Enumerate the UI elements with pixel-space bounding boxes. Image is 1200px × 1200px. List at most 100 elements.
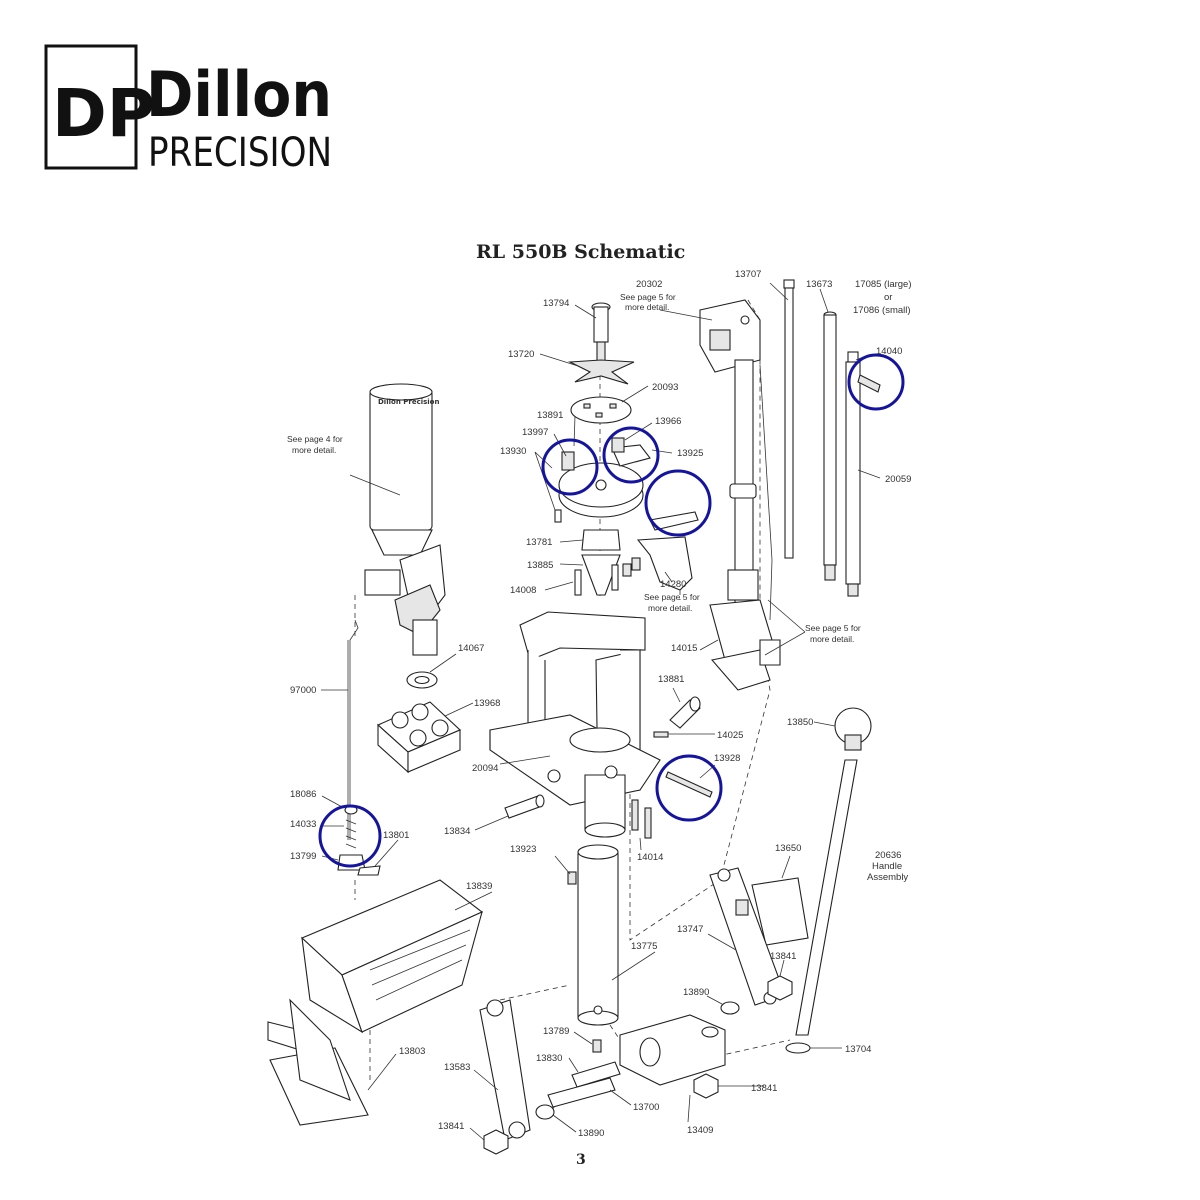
dillon-precision-logo: DP Dillon PRECISION xyxy=(44,44,332,172)
label-14025: 14025 xyxy=(717,730,743,741)
pin-14040 xyxy=(857,374,881,393)
logo-subname: PRECISION xyxy=(148,130,332,172)
part-14025 xyxy=(653,731,669,738)
hopper-brand-text: Dillon Precision xyxy=(378,398,439,406)
label-18086: 18086 xyxy=(290,789,316,800)
nut-13841-a xyxy=(767,975,793,1001)
tube-13673 xyxy=(823,311,837,581)
label-13841-c: 13841 xyxy=(438,1121,464,1132)
shaft-13830 xyxy=(571,1061,621,1088)
powder-measure-assembly: Dillon Precision xyxy=(347,383,446,840)
primer-cup-13650 xyxy=(751,877,809,946)
label-13881: 13881 xyxy=(658,674,684,685)
label-13930: 13930 xyxy=(500,446,526,457)
label-14033: 14033 xyxy=(290,819,316,830)
nut-13841-c xyxy=(483,1129,509,1155)
label-13966: 13966 xyxy=(655,416,681,427)
label-13720: 13720 xyxy=(508,349,534,360)
pin-13834 xyxy=(504,794,545,819)
part-labels: 13794 13720 20302 See page 5 for more de… xyxy=(287,269,912,1139)
primer-system-right xyxy=(699,299,781,691)
label-13839: 13839 xyxy=(466,881,492,892)
note-14280-line2: more detail. xyxy=(648,603,692,613)
label-13841-b: 13841 xyxy=(751,1083,777,1094)
highlight-13928 xyxy=(655,754,723,822)
part-13928 xyxy=(665,771,713,798)
label-20093: 20093 xyxy=(652,382,678,393)
label-14015: 14015 xyxy=(671,643,697,654)
label-13997: 13997 xyxy=(522,427,548,438)
note-20302-line2: more detail. xyxy=(625,302,669,312)
label-13890-b: 13890 xyxy=(578,1128,604,1139)
linkage-block-13409 xyxy=(619,1014,726,1086)
label-20302: 20302 xyxy=(636,279,662,290)
label-14008: 14008 xyxy=(510,585,536,596)
label-13841-a: 13841 xyxy=(770,951,796,962)
highlight-circles xyxy=(318,353,905,868)
press-frame xyxy=(489,611,661,838)
label-13704: 13704 xyxy=(845,1044,871,1055)
label-13923: 13923 xyxy=(510,844,536,855)
label-20059: 20059 xyxy=(885,474,911,485)
page-number: 3 xyxy=(576,1152,586,1168)
label-13885: 13885 xyxy=(527,560,553,571)
note-hopper-line1: See page 4 for xyxy=(287,434,343,444)
toolhead xyxy=(377,701,461,774)
highlight-13997 xyxy=(541,438,599,496)
label-13891: 13891 xyxy=(537,410,563,421)
label-13583: 13583 xyxy=(444,1062,470,1073)
label-14040: 14040 xyxy=(876,346,902,357)
label-14067: 14067 xyxy=(458,643,484,654)
washer-13890-b xyxy=(535,1104,555,1120)
rod-13707 xyxy=(783,279,795,559)
label-13747: 13747 xyxy=(677,924,703,935)
label-14014: 14014 xyxy=(637,852,663,863)
label-17085: 17085 (large) xyxy=(855,279,912,290)
label-13834: 13834 xyxy=(444,826,470,837)
label-13781: 13781 xyxy=(526,537,552,548)
label-13775: 13775 xyxy=(631,941,657,952)
label-13803: 13803 xyxy=(399,1046,425,1057)
logo-mark: DP xyxy=(52,75,155,152)
logo-name: Dillon xyxy=(146,58,332,131)
link-arm-13583 xyxy=(479,999,531,1141)
label-13890-a: 13890 xyxy=(683,987,709,998)
label-assembly: Assembly xyxy=(867,872,908,883)
label-13801: 13801 xyxy=(383,830,409,841)
label-13925: 13925 xyxy=(677,448,703,459)
highlight-14280-spring xyxy=(644,469,712,537)
nut-13841-b xyxy=(693,1073,719,1099)
note-hopper-line2: more detail. xyxy=(292,445,336,455)
label-13968: 13968 xyxy=(474,698,500,709)
label-13794: 13794 xyxy=(543,298,569,309)
note-right-line1: See page 5 for xyxy=(805,623,861,633)
label-97000: 97000 xyxy=(290,685,316,696)
shell-plate-assembly xyxy=(554,302,699,596)
label-13650: 13650 xyxy=(775,843,801,854)
powder-die-ring xyxy=(406,671,438,689)
shaft-13700 xyxy=(547,1077,616,1108)
label-20094: 20094 xyxy=(472,763,498,774)
label-13789: 13789 xyxy=(543,1026,569,1037)
label-13700: 13700 xyxy=(633,1102,659,1113)
pin-13881 xyxy=(669,696,701,729)
highlight-14033 xyxy=(318,804,382,868)
measure-spring xyxy=(412,619,438,656)
highlight-14040 xyxy=(847,353,905,411)
note-14280-line1: See page 5 for xyxy=(644,592,700,602)
label-20636: 20636 xyxy=(875,850,901,861)
highlight-13966 xyxy=(602,426,660,484)
label-handle: Handle xyxy=(872,861,902,872)
part-13789 xyxy=(592,1039,602,1053)
screws-14014 xyxy=(631,799,652,839)
case-chute-13803 xyxy=(267,998,369,1126)
label-13850: 13850 xyxy=(787,717,813,728)
label-13830: 13830 xyxy=(536,1053,562,1064)
label-13673: 13673 xyxy=(806,279,832,290)
ram-13775 xyxy=(577,844,619,1026)
label-13707: 13707 xyxy=(735,269,761,280)
label-14280: 14280 xyxy=(660,579,686,590)
leader-lines xyxy=(321,282,881,1141)
note-right-line2: more detail. xyxy=(810,634,854,644)
